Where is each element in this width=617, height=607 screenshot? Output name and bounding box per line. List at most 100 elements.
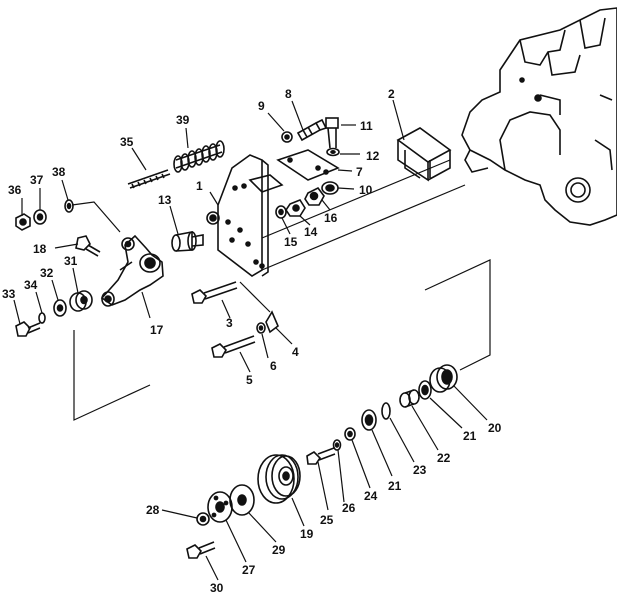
nut-10 xyxy=(321,181,339,195)
bearing-21-upper xyxy=(418,380,432,400)
leader-38-arm xyxy=(71,201,121,233)
washer-24 xyxy=(344,427,356,441)
leader-15 xyxy=(281,217,291,235)
callout-34: 34 xyxy=(24,278,38,292)
bearing-21-lower xyxy=(361,409,377,431)
leader-21a xyxy=(429,397,463,429)
callout-36: 36 xyxy=(8,183,22,197)
leader-35 xyxy=(131,147,147,171)
leader-13 xyxy=(169,205,179,235)
callout-7: 7 xyxy=(356,165,363,179)
leader-29 xyxy=(247,511,277,543)
bolt-18 xyxy=(75,235,101,257)
pulley-19 xyxy=(257,454,301,504)
callout-23: 23 xyxy=(413,463,427,477)
leader-32 xyxy=(51,279,59,301)
callout-3: 3 xyxy=(226,316,233,330)
callout-numbers: 2 1 8 9 11 12 7 10 16 14 15 13 39 35 17 … xyxy=(2,87,502,595)
callout-31: 31 xyxy=(64,254,78,268)
leader-26 xyxy=(337,449,345,503)
shaft-13 xyxy=(171,231,204,252)
bolt-30 xyxy=(186,541,216,559)
bolt-5 xyxy=(211,335,256,358)
callout-2: 2 xyxy=(388,87,395,101)
leader-27 xyxy=(225,519,247,563)
callout-37: 37 xyxy=(30,173,44,187)
callout-1: 1 xyxy=(196,179,203,193)
callout-13: 13 xyxy=(158,193,172,207)
leader-33 xyxy=(13,299,21,325)
washer-15 xyxy=(275,205,287,219)
callout-30: 30 xyxy=(210,581,224,595)
leader-31 xyxy=(72,267,79,294)
spring-39 xyxy=(173,140,225,173)
callout-25: 25 xyxy=(320,513,334,527)
bushing-31 xyxy=(69,290,93,312)
callout-35: 35 xyxy=(120,135,134,149)
leader-4 xyxy=(275,327,293,345)
main-plate-1 xyxy=(217,154,284,277)
washer-9 xyxy=(281,131,293,143)
frame-line-right xyxy=(424,259,491,371)
leader-7 xyxy=(337,169,353,172)
callout-15: 15 xyxy=(284,235,298,249)
washer-37 xyxy=(33,209,47,225)
callout-27: 27 xyxy=(242,563,256,577)
callout-14: 14 xyxy=(304,225,318,239)
frame-line-left xyxy=(73,330,151,421)
callout-9: 9 xyxy=(258,99,265,113)
leader-23 xyxy=(389,417,415,463)
leader-22 xyxy=(411,405,439,451)
leader-1 xyxy=(209,191,219,206)
leader-2 xyxy=(392,99,405,141)
washer-6 xyxy=(256,322,266,334)
assembly-axis-line xyxy=(261,184,466,271)
mounting-bracket-2 xyxy=(396,127,452,182)
callout-29: 29 xyxy=(272,543,286,557)
leader-6 xyxy=(261,333,269,359)
bolt-28 xyxy=(196,512,210,526)
leader-5 xyxy=(239,351,251,373)
leader-17 xyxy=(141,291,151,319)
leader-39 xyxy=(185,127,189,149)
callout-39: 39 xyxy=(176,113,190,127)
callout-32: 32 xyxy=(40,266,54,280)
bolt-8 xyxy=(296,118,328,142)
callout-12: 12 xyxy=(366,149,380,163)
spacer-4 xyxy=(265,310,279,334)
leader-30 xyxy=(205,555,219,581)
nut-16 xyxy=(304,186,325,206)
washer-34 xyxy=(38,312,46,324)
leader-21b xyxy=(371,429,393,477)
tension-arm-17 xyxy=(100,234,164,307)
bolt-3 xyxy=(191,281,238,304)
cover-plate-29 xyxy=(229,484,255,516)
callout-28: 28 xyxy=(146,503,160,517)
washer-26 xyxy=(332,439,342,451)
callout-21a: 21 xyxy=(463,429,477,443)
bolt-33 xyxy=(15,321,41,337)
callout-20: 20 xyxy=(488,421,502,435)
washer-38 xyxy=(64,199,74,213)
callout-24: 24 xyxy=(364,489,378,503)
spacer-22 xyxy=(399,389,420,408)
callout-22: 22 xyxy=(437,451,451,465)
leader-3 xyxy=(239,281,271,313)
leader-lines xyxy=(13,99,488,581)
callout-17: 17 xyxy=(150,323,164,337)
rod-35 xyxy=(127,169,171,189)
bolt-11 xyxy=(325,117,339,149)
bolt-25 xyxy=(306,447,336,465)
callout-18: 18 xyxy=(33,242,47,256)
callout-33: 33 xyxy=(2,287,16,301)
leader-24 xyxy=(351,439,371,489)
leader-9 xyxy=(267,112,285,132)
bearing-20 xyxy=(429,364,458,393)
leader-28 xyxy=(161,509,198,519)
callout-5: 5 xyxy=(246,373,253,387)
leader-3b xyxy=(221,299,231,319)
plate-7 xyxy=(276,149,340,181)
nut-14 xyxy=(285,199,306,217)
engine-block xyxy=(461,7,617,226)
